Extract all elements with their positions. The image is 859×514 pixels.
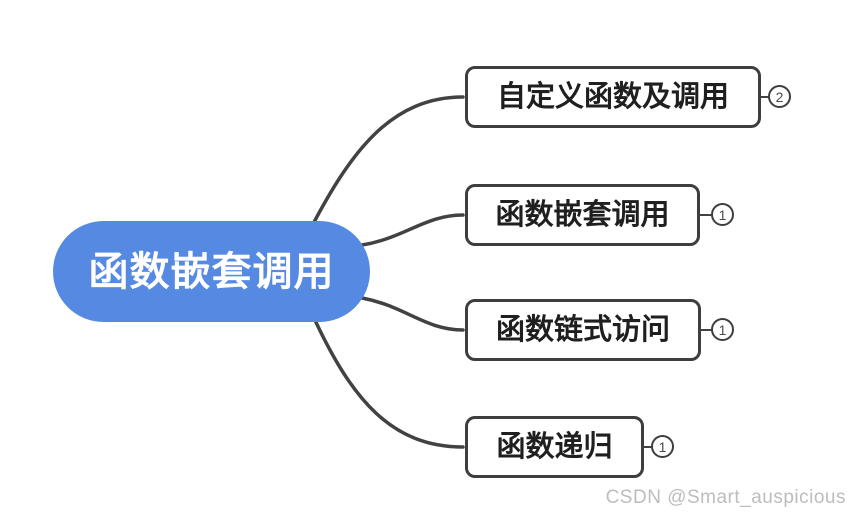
branch-connector-curve: [310, 95, 465, 228]
csdn-watermark: CSDN @Smart_auspicious: [605, 487, 846, 508]
collapsed-children-count-badge[interactable]: 2: [768, 85, 791, 108]
branch-connector-curve: [360, 296, 465, 332]
branch-node-label: 函数递归: [496, 430, 613, 463]
branch-node-custom-function-call[interactable]: 自定义函数及调用: [465, 66, 761, 128]
branch-node-label: 函数嵌套调用: [495, 198, 670, 231]
collapsed-children-count-badge[interactable]: 1: [651, 435, 674, 458]
root-node-label: 函数嵌套调用: [88, 249, 335, 294]
branch-node-recursion[interactable]: 函数递归: [465, 416, 644, 478]
root-node[interactable]: 函数嵌套调用: [53, 221, 370, 322]
collapsed-children-count-badge[interactable]: 1: [711, 318, 734, 341]
branch-node-label: 自定义函数及调用: [496, 80, 729, 113]
collapsed-children-count-badge[interactable]: 1: [711, 203, 734, 226]
branch-connector-curve: [360, 213, 465, 247]
branch-node-label: 函数链式访问: [495, 313, 670, 346]
branch-node-nested-call[interactable]: 函数嵌套调用: [465, 184, 700, 246]
branch-node-chained-access[interactable]: 函数链式访问: [465, 299, 701, 361]
branch-connector-curve: [312, 316, 465, 449]
